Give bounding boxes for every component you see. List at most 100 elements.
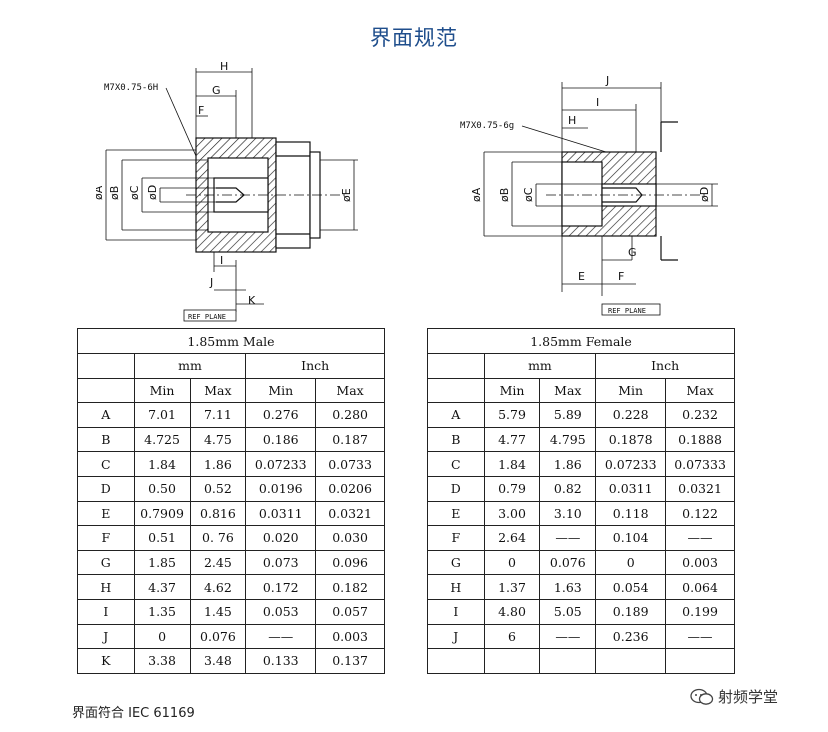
col-max-header: Max	[315, 377, 385, 404]
value-cell-mm-min: 2.64	[483, 525, 541, 551]
value-cell-in-min: 0.133	[245, 648, 317, 674]
value-cell-in-max: 0.187	[315, 426, 385, 453]
value-cell-mm-min: 1.85	[133, 549, 191, 576]
dimension-key-cell: E	[427, 500, 485, 527]
dimension-key-cell: K	[77, 648, 135, 674]
wechat-chat-icon	[690, 688, 714, 705]
dimension-key-cell: I	[427, 598, 485, 625]
value-cell-mm-min: 0	[483, 549, 541, 576]
col-min-header: Min	[245, 377, 317, 404]
female-dim-i: I	[596, 96, 599, 109]
value-cell-in-min: 0.07233	[595, 451, 667, 477]
value-cell-mm-max: 1.45	[189, 598, 247, 625]
male-dim-c: øC	[128, 185, 141, 200]
value-cell-in-max: 0.003	[665, 549, 735, 576]
value-cell-mm-min: 4.80	[483, 598, 541, 625]
value-cell-mm-min: 1.35	[133, 598, 191, 625]
male-dim-k: K	[248, 294, 256, 307]
header-blank	[427, 353, 485, 379]
value-cell-in-max: 0.0733	[315, 451, 385, 477]
unit-inch-header: Inch	[595, 353, 735, 379]
female-dim-d: øD	[698, 187, 711, 202]
col-min-header: Min	[133, 377, 191, 404]
female-dim-a: øA	[470, 187, 483, 202]
female-dim-c: øC	[522, 187, 535, 202]
value-cell-in-min: 0.0311	[595, 475, 667, 502]
value-cell-in-max: 0.137	[315, 648, 385, 674]
value-cell-in-max	[665, 648, 735, 674]
table-row	[427, 648, 735, 674]
value-cell-mm-max: ——	[539, 623, 597, 650]
value-cell-mm-max: 0.076	[189, 623, 247, 650]
value-cell-in-max: 0.182	[315, 574, 385, 600]
value-cell-in-min: 0.07233	[245, 451, 317, 477]
male-dim-d: øD	[146, 185, 159, 200]
page-title: 界面规范	[370, 26, 458, 50]
value-cell-in-min: 0.0196	[245, 475, 317, 502]
dimension-key-cell: A	[427, 402, 485, 428]
value-cell-mm-max: 0.82	[539, 475, 597, 502]
value-cell-mm-max: 0.816	[189, 500, 247, 527]
value-cell-in-min: 0.236	[595, 623, 667, 650]
female-thread-label: M7X0.75-6g	[460, 121, 514, 131]
male-dim-j: J	[209, 276, 213, 289]
value-cell-mm-min: 6	[483, 623, 541, 650]
value-cell-mm-max: 0.076	[539, 549, 597, 576]
col-max-header: Max	[189, 377, 247, 404]
value-cell-mm-min: 3.00	[483, 500, 541, 527]
dimension-key-cell	[427, 648, 485, 674]
male-dim-h: H	[220, 60, 228, 73]
value-cell-mm-max: 0.52	[189, 475, 247, 502]
value-cell-mm-min: 0.79	[483, 475, 541, 502]
value-cell-in-min: 0.020	[245, 525, 317, 551]
value-cell-mm-max: 5.05	[539, 598, 597, 625]
dimension-key-cell: C	[77, 451, 135, 477]
male-dim-e: øE	[340, 188, 353, 202]
value-cell-mm-max	[539, 648, 597, 674]
value-cell-in-max: 0.199	[665, 598, 735, 625]
dimension-key-cell: A	[77, 402, 135, 428]
female-ref-plane: REF PLANE	[608, 307, 646, 315]
value-cell-in-max: 0.003	[315, 623, 385, 650]
value-cell-mm-min: 5.79	[483, 402, 541, 428]
male-table-caption: 1.85mm Male	[77, 328, 385, 354]
value-cell-mm-max: 3.48	[189, 648, 247, 674]
value-cell-mm-max: 4.795	[539, 426, 597, 453]
value-cell-mm-min: 3.38	[133, 648, 191, 674]
value-cell-mm-max: 0. 76	[189, 525, 247, 551]
male-dim-f: F	[198, 104, 204, 117]
value-cell-in-max: 0.096	[315, 549, 385, 576]
value-cell-mm-min: 1.84	[483, 451, 541, 477]
value-cell-in-max: 0.0321	[665, 475, 735, 502]
brand-watermark: 射频学堂	[690, 686, 778, 707]
value-cell-mm-min: 0.51	[133, 525, 191, 551]
value-cell-mm-max: 1.86	[539, 451, 597, 477]
unit-inch-header: Inch	[245, 353, 385, 379]
value-cell-in-min: ——	[245, 623, 317, 650]
value-cell-in-min: 0.172	[245, 574, 317, 600]
male-thread-label: M7X0.75-6H	[104, 83, 158, 93]
value-cell-in-min: 0	[595, 549, 667, 576]
value-cell-in-max: 0.122	[665, 500, 735, 527]
female-dim-f: F	[618, 270, 624, 283]
value-cell-in-min	[595, 648, 667, 674]
value-cell-in-min: 0.073	[245, 549, 317, 576]
value-cell-mm-max: 1.63	[539, 574, 597, 600]
value-cell-in-max: 0.064	[665, 574, 735, 600]
value-cell-mm-min: 4.77	[483, 426, 541, 453]
value-cell-mm-max: 4.75	[189, 426, 247, 453]
